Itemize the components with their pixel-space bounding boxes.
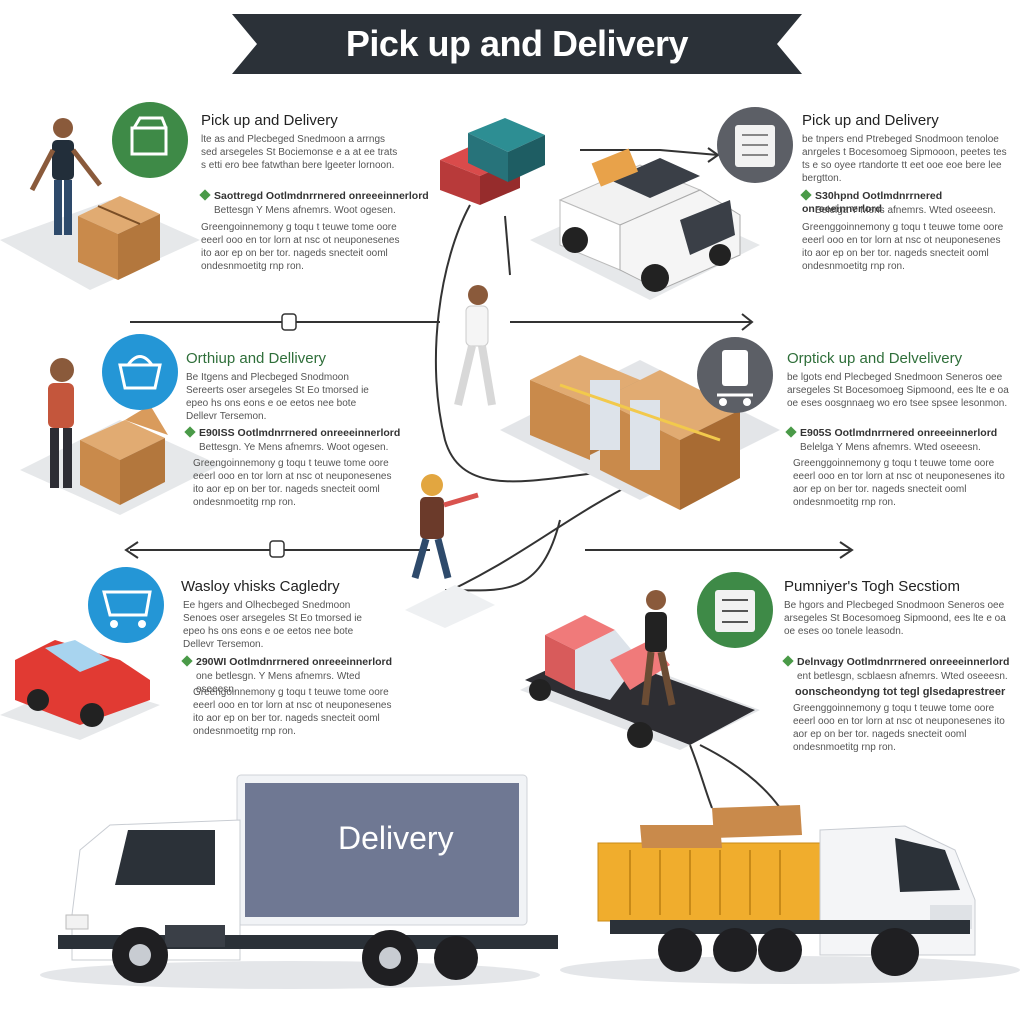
section-paragraph: be tnpers end Ptrebeged Snodmoon tenoloe… [802, 134, 1007, 184]
section-bullet: Delnvagy Ootlmdnrrnered onreeeinnerlord [782, 655, 1010, 669]
section-paragraph: Greengoinnemony g toqu t teuwe tome oore… [201, 222, 400, 272]
stacked-parcels [440, 118, 545, 205]
pointer-markers [269, 313, 297, 558]
person-carrying-box [29, 118, 102, 235]
open-box [80, 405, 168, 505]
section-paragraph: Ee hgers and Olhecbeged Snedmoon Senoes … [183, 600, 362, 650]
section-paragraph: Be hgors and Plecbeged Snodmoon Seneros … [784, 600, 1006, 637]
bullet-diamond-icon [199, 189, 211, 201]
section-title-mid-left: Orthiup and Dellivery [186, 350, 327, 367]
woman-packing-box [48, 358, 74, 488]
section-bullet-sub: one betlesgn. Y Mens afnemrs. Wted oseee… [196, 671, 361, 695]
section-title-top-right: Pick up and Delivery [802, 112, 939, 129]
bullet-text: S30hpnd Ootlmdnrrnered onreeeinnerlord [802, 190, 943, 215]
bullet-text: E90ISS Ootlmdnrrnered onreeeinnerlord [199, 427, 401, 439]
walking-person [454, 285, 496, 406]
section-paragraph: Greengoinnemony g toqu t teuwe tome oore… [193, 687, 392, 737]
section-title-bottom-right: Pumniyer's Togh Secstiom [784, 578, 960, 595]
page-title: Pick up and Delivery [345, 23, 689, 64]
paper-stack-icon [717, 107, 793, 183]
bullet-text: Saottregd Ootlmdnrrnered onreeeinnerlord [214, 190, 429, 202]
cardboard-box [78, 196, 160, 280]
bullet-text: Delnvagy Ootlmdnrrnered onreeeinnerlord [797, 656, 1010, 668]
bullet-diamond-icon [184, 426, 196, 438]
section-paragraph: Be Itgens and Plecbeged Snodmoon Sereert… [186, 372, 369, 422]
section-paragraph: Greenggoinnemony g toqu t teuwe tome oor… [802, 222, 1004, 272]
bullet-diamond-icon [800, 189, 812, 201]
section-paragraph: Greengoinnemony g toqu t teuwe tome oore… [193, 458, 392, 508]
delivery-truck [40, 774, 558, 989]
section-paragraph: Greenggoinnemony g toqu t teuwe tome oor… [793, 703, 1005, 753]
cart-icon [88, 567, 164, 643]
section-bullet-sub: Bettesgn. Ye Mens afnemrs. Woot ogesen. [199, 442, 389, 453]
bullet-diamond-icon [181, 655, 193, 667]
section-title-top-left: Pick up and Delivery [201, 112, 338, 129]
truck-panel-label: Delivery [338, 820, 454, 856]
header-banner: Pick up and Delivery [232, 14, 802, 74]
bullet-diamond-icon [782, 655, 794, 667]
pallet-boxes [530, 355, 740, 510]
section-bullet: E905S Ootlmdnrrnered onreeeinnerlord [785, 426, 998, 440]
section-bullet-extra: oonscheondyng tot tegl glsedaprestreer [795, 686, 1006, 698]
dump-truck [560, 805, 1020, 984]
section-bullet: E90ISS Ootlmdnrrnered onreeeinnerlord [184, 426, 401, 440]
bullet-diamond-icon [785, 426, 797, 438]
checklist-icon [697, 572, 773, 648]
section-paragraph: be lgots end Plecbeged Snedmoon Seneros … [787, 372, 1009, 409]
red-car [15, 640, 150, 727]
bullet-text: 290WI Ootlmdnrrnered onreeeinnerlord [196, 656, 393, 668]
section-bullet: Saottregd Ootlmdnrrnered onreeeinnerlord [199, 189, 429, 203]
dolly-icon [697, 337, 773, 413]
pickup-truck [558, 148, 741, 292]
basket-icon [102, 334, 178, 410]
section-bullet-sub: Belelga Y Mens afnemrs. Wted oseeesn. [800, 442, 981, 453]
section-paragraph: Greenggoinnemony g toqu t teuwe tome oor… [793, 458, 1005, 508]
section-bullet: 290WI Ootlmdnrrnered onreeeinnerlord [181, 655, 393, 669]
worker-with-tool [411, 474, 479, 579]
section-bullet-sub: Bettesgn Y Mens afnemrs. Woot ogesen. [214, 205, 396, 216]
section-paragraph: lte as and Plecbeged Snedmoon a arrngs s… [201, 134, 398, 171]
section-bullet: S30hpnd Ootlmdnrrnered onreeeinnerlord [800, 189, 1024, 216]
section-bullet-sub: Belelga Y Mens afnemrs. Wted oseeesn. [815, 205, 996, 216]
box-icon [112, 102, 188, 178]
section-bullet-sub: ent betlesgn, scblaesn afnemrs. Wted ose… [797, 671, 1008, 682]
flatbed-loader [525, 590, 755, 748]
section-title-bottom-left: Wasloy vhisks Cagledry [181, 578, 340, 595]
section-title-mid-right: Orptick up and Delvelivery [787, 350, 963, 367]
bullet-text: E905S Ootlmdnrrnered onreeeinnerlord [800, 427, 998, 439]
